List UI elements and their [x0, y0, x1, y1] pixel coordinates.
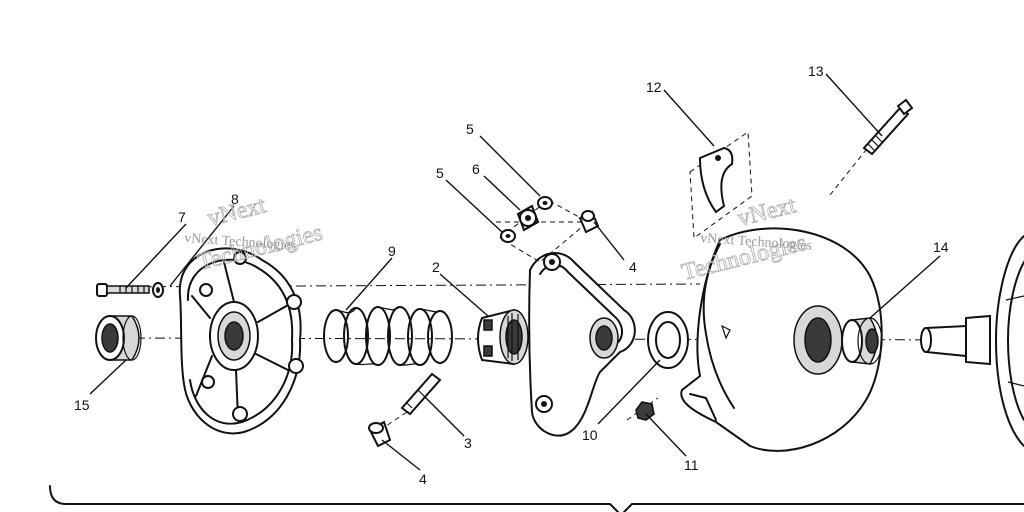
callout-5-upper: 5 — [466, 121, 474, 137]
callout-6: 6 — [472, 161, 480, 177]
callout-8: 8 — [231, 191, 239, 207]
callout-10: 10 — [582, 427, 598, 443]
group-bracket-right — [623, 503, 1024, 512]
leader-4-upper — [593, 221, 625, 261]
leader-13 — [825, 73, 883, 137]
callout-12: 12 — [646, 79, 662, 95]
cover-plate-part-8 — [178, 247, 304, 435]
nut-part-11 — [635, 401, 655, 421]
cap-part-4-upper — [578, 210, 600, 234]
sheave — [680, 227, 883, 452]
bolt-13-axis — [829, 149, 867, 196]
pin-3-axis — [379, 409, 411, 431]
callout-4-upper: 4 — [629, 259, 637, 275]
leader-6 — [483, 175, 521, 211]
spider-arm — [528, 252, 636, 437]
leader-12 — [663, 89, 715, 147]
washer-part-10 — [647, 311, 689, 369]
leader-8 — [169, 205, 235, 287]
leader-2 — [439, 273, 489, 317]
leader-5-upper — [479, 135, 541, 197]
wheel-edge — [995, 235, 1024, 447]
shaft — [920, 314, 991, 366]
callout-13: 13 — [808, 63, 824, 79]
leader-9 — [345, 257, 393, 311]
callout-4-lower: 4 — [419, 471, 427, 487]
callout-15: 15 — [74, 397, 90, 413]
bolt-part-7 — [96, 282, 164, 298]
bushing-part-15 — [95, 315, 142, 361]
bushing-part-14 — [841, 317, 883, 365]
leader-11 — [645, 413, 687, 457]
callout-7: 7 — [178, 209, 186, 225]
watermark-big-right-1: vNext — [735, 192, 799, 231]
leader-5-lower — [445, 179, 503, 233]
leader-15 — [89, 359, 127, 395]
leader-4-lower — [381, 439, 421, 471]
pin-part-3 — [400, 372, 442, 416]
leader-3 — [423, 395, 465, 437]
callout-5-lower: 5 — [436, 165, 444, 181]
leader-7 — [125, 223, 187, 289]
callout-11: 11 — [684, 457, 699, 473]
spring-part-9 — [323, 306, 453, 366]
roller-stack — [499, 196, 589, 263]
leader-10 — [597, 359, 661, 425]
callout-3: 3 — [464, 435, 472, 451]
callout-2: 2 — [432, 259, 440, 275]
shoe-part-12 — [689, 131, 753, 239]
callout-14: 14 — [933, 239, 949, 255]
spider-hub-part-2 — [477, 308, 529, 366]
leader-14 — [869, 255, 941, 319]
cap-part-4-lower — [368, 420, 392, 448]
callout-9: 9 — [388, 243, 396, 259]
group-bracket-left — [49, 485, 619, 512]
bolt-part-13 — [862, 98, 914, 156]
